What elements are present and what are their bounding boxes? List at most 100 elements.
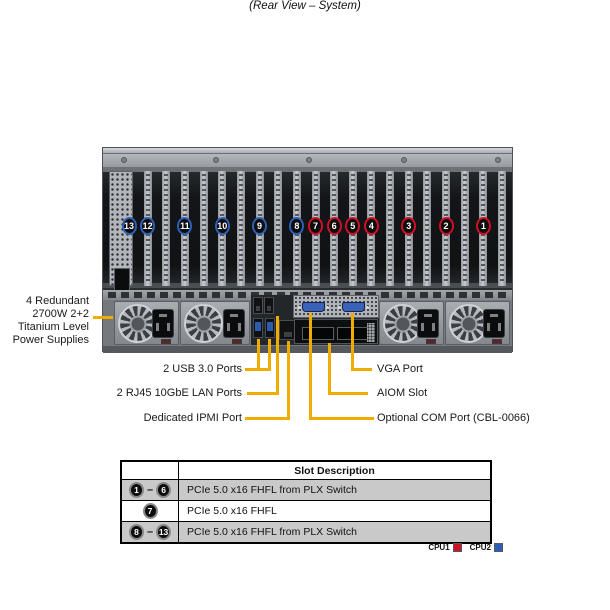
aiom-label: AIOM Slot <box>377 387 428 399</box>
slot-range-cell: 8–13 <box>122 522 179 542</box>
psu-fan <box>184 304 223 343</box>
aiom-opening <box>302 327 334 340</box>
power-supply-3 <box>379 301 444 345</box>
chassis-bottom-edge <box>103 346 512 353</box>
table-header-slot-cell <box>122 462 179 479</box>
inlet-pin <box>487 323 490 331</box>
screw-icon <box>401 157 407 163</box>
slot-8-badge: 8 <box>289 217 305 235</box>
usb-label: 2 USB 3.0 Ports <box>163 363 242 375</box>
aiom-callout-line <box>328 392 368 395</box>
inlet-pin <box>421 323 424 331</box>
pcie-slot-bracket <box>236 171 245 286</box>
screw-icon <box>495 157 501 163</box>
inlet-pin <box>490 314 498 317</box>
vga-connector <box>338 302 369 312</box>
ipmi-callout-line <box>287 341 290 420</box>
slot-1-badge: 1 <box>128 482 144 498</box>
power-supply-2 <box>180 301 250 345</box>
chassis-screw-rail <box>103 154 512 167</box>
slot-9-badge: 9 <box>252 217 268 235</box>
pcie-slot-bracket <box>274 171 283 286</box>
chassis-top-edge <box>103 148 512 154</box>
slot-2-badge: 2 <box>438 217 454 235</box>
slot-1-badge: 1 <box>475 217 491 235</box>
legend-label: CPU2 <box>469 543 491 552</box>
pcie-slot-bracket <box>423 171 432 286</box>
pcie-slot-bracket <box>199 171 208 286</box>
vga-com-plate <box>293 295 379 318</box>
inlet-pin <box>230 314 238 317</box>
ac-inlet <box>417 309 439 338</box>
psu-label-line: Power Supplies <box>12 334 89 346</box>
legend-item-cpu2: CPU2 <box>470 543 503 552</box>
ac-inlet <box>483 309 505 338</box>
pcie-slot-bracket <box>162 171 171 286</box>
slot-8-badge: 8 <box>128 524 144 540</box>
table-row: 8–13 PCIe 5.0 x16 FHFL from PLX Switch <box>122 521 490 542</box>
lan-callout-line <box>247 392 279 395</box>
rj45-clip <box>284 332 292 337</box>
usb-callout-line <box>245 368 271 371</box>
com-callout-line <box>309 313 312 420</box>
psu-label-line: 2700W 2+2 <box>32 308 89 320</box>
psu-latch <box>161 339 171 344</box>
inlet-pin <box>159 314 167 317</box>
ac-inlet <box>152 309 174 338</box>
psu-callout-line <box>93 316 113 319</box>
ipmi-callout-line <box>245 417 290 420</box>
table-row: 7 PCIe 5.0 x16 FHFL <box>122 500 490 521</box>
psu-latch <box>232 339 242 344</box>
slot-13-badge: 13 <box>156 524 172 540</box>
slot-range-cell: 7 <box>122 501 179 521</box>
pcie-slot-bracket <box>498 171 506 286</box>
slot-range-cell: 1–6 <box>122 480 179 500</box>
com-label: Optional COM Port (CBL-0066) <box>377 412 530 424</box>
vga-callout-line <box>351 313 354 371</box>
psu-label-line: Titanium Level <box>17 321 89 333</box>
slot-12-badge: 12 <box>140 217 156 235</box>
power-supply-1 <box>114 301 179 345</box>
lan-label: 2 RJ45 10GbE LAN Ports <box>116 387 242 399</box>
slot-description-cell: PCIe 5.0 x16 FHFL from PLX Switch <box>187 526 358 538</box>
rj45-clip <box>267 306 271 311</box>
inlet-pin <box>167 323 170 331</box>
slot-13-badge: 13 <box>121 217 137 235</box>
screw-icon <box>306 157 312 163</box>
inlet-pin <box>238 323 241 331</box>
slot-description-cell: PCIe 5.0 x16 FHFL <box>187 505 277 517</box>
slot-10-badge: 10 <box>214 217 230 235</box>
com-callout-line <box>309 417 374 420</box>
screw-icon <box>121 157 127 163</box>
power-supply-4 <box>445 301 510 345</box>
slot-7-badge: 7 <box>142 503 158 519</box>
aiom-slot <box>294 319 378 344</box>
ipmi-label: Dedicated IPMI Port <box>143 412 242 424</box>
slot-rail <box>103 167 512 172</box>
lan-port-2 <box>264 297 274 314</box>
lan-port-1 <box>253 297 263 314</box>
slot-3-badge: 3 <box>401 217 417 235</box>
legend-label: CPU1 <box>428 543 450 552</box>
slot-11-badge: 11 <box>177 217 193 235</box>
psu-latch <box>492 339 502 344</box>
pcie-slot-bracket <box>460 171 469 286</box>
inlet-pin <box>424 314 432 317</box>
legend-swatch-cpu1 <box>452 543 462 552</box>
usb-callout-line <box>268 339 271 371</box>
inlet-pin <box>498 323 501 331</box>
vga-callout-line <box>351 368 372 371</box>
psu-latch <box>426 339 436 344</box>
table-header-row: Slot Description <box>122 462 490 479</box>
psu-label-line: 4 Redundant <box>26 295 89 307</box>
aiom-perforation <box>367 323 375 342</box>
screw-icon <box>213 157 219 163</box>
psu-label: 4 Redundant 2700W 2+2 Titanium Level Pow… <box>0 295 89 347</box>
table-header-description-cell: Slot Description <box>294 464 375 477</box>
usb3-tongue <box>255 322 261 331</box>
vga-label: VGA Port <box>377 363 423 375</box>
diagram-title: (Rear View – System) <box>249 0 361 12</box>
